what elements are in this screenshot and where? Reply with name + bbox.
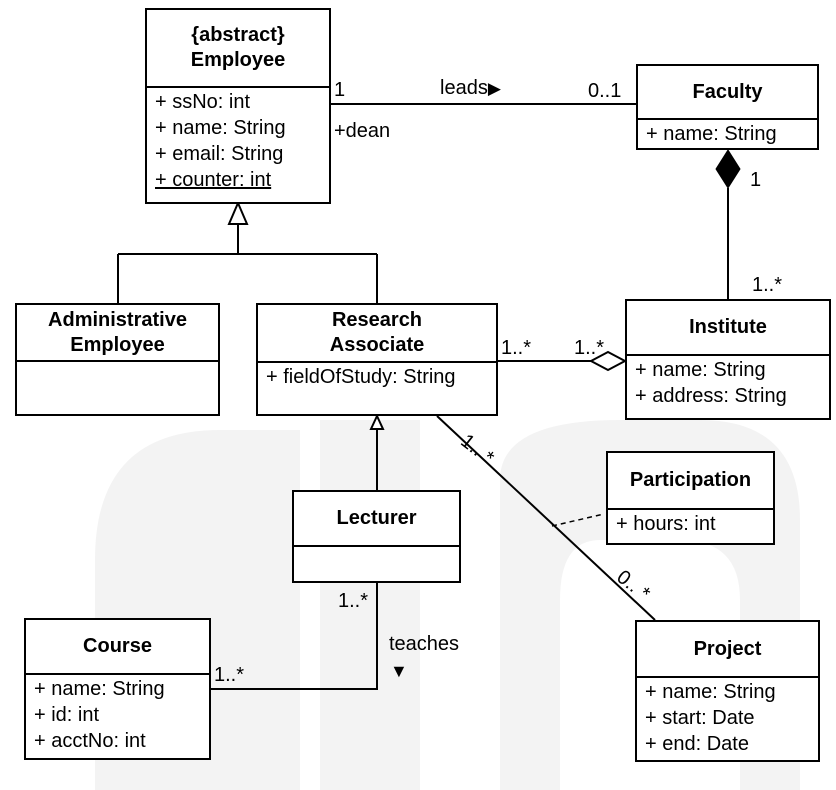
leads-faculty-multiplicity: 0..1: [588, 80, 622, 102]
employee-attr-counter: + counter: int: [155, 169, 272, 191]
project-attr-start: + start: Date: [645, 707, 755, 729]
project-attr-end: + end: Date: [645, 733, 749, 755]
aggregation-institute-multiplicity: 1..*: [574, 337, 605, 359]
leads-label: leads▶: [440, 77, 501, 100]
research-name-line1: Research: [331, 309, 423, 331]
generalization-arrowhead-employee: [227, 200, 249, 225]
composition-institute-multiplicity: 1..*: [752, 274, 783, 296]
teaches-course-multiplicity: 1..*: [214, 664, 245, 686]
faculty-name: Faculty: [692, 80, 763, 103]
aggregation-research-multiplicity: 1..*: [501, 337, 532, 359]
institute-attr-address: + address: String: [635, 385, 787, 407]
project-attr-name: + name: String: [645, 681, 776, 703]
institute-name: Institute: [689, 316, 767, 338]
leads-employee-multiplicity: 1: [334, 79, 346, 101]
course-attr-name: + name: String: [34, 678, 165, 700]
generalization-arrowhead-research: [369, 413, 385, 430]
admin-name-line1: Administrative: [48, 308, 187, 331]
institute-attr-name: + name: String: [635, 359, 766, 381]
class-project[interactable]: Project + name: String + start: Date + e…: [635, 620, 820, 762]
leads-label-text: leads: [440, 77, 488, 99]
class-administrative-employee[interactable]: Administrative Employee: [15, 303, 220, 416]
course-name: Course: [83, 635, 152, 657]
teaches-lecturer-multiplicity: 1..*: [338, 590, 369, 612]
teaches-direction-arrow-icon: ▼: [390, 661, 408, 681]
course-attr-id: + id: int: [34, 704, 100, 726]
admin-name-line2: Employee: [70, 333, 165, 356]
participation-attr-hours: + hours: int: [616, 513, 716, 535]
employee-attr-name: + name: String: [155, 117, 286, 139]
class-faculty[interactable]: Faculty + name: String: [636, 64, 819, 150]
research-attr-field: + fieldOfStudy: String: [266, 366, 456, 388]
employee-name: Employee: [190, 49, 286, 71]
class-participation[interactable]: Participation + hours: int: [606, 451, 775, 545]
participation-association-line: [436, 415, 656, 621]
class-institute[interactable]: Institute + name: String + address: Stri…: [625, 299, 831, 420]
composition-diamond: [715, 149, 741, 189]
employee-stereotype: {abstract}: [191, 24, 285, 46]
faculty-attr-name: + name: String: [646, 123, 777, 145]
class-employee[interactable]: {abstract} Employee + ssNo: int + name: …: [145, 8, 331, 204]
research-name-line2: Associate: [329, 334, 425, 356]
lecturer-name: Lecturer: [336, 507, 417, 529]
employee-attr-ssno: + ssNo: int: [155, 91, 251, 113]
leads-direction-arrow-icon: ▶: [487, 79, 501, 98]
composition-faculty-multiplicity: 1: [750, 169, 762, 191]
project-name: Project: [693, 637, 762, 660]
employee-attr-email: + email: String: [155, 143, 284, 165]
teaches-association-line: [210, 583, 378, 690]
class-research-associate[interactable]: Research Associate + fieldOfStudy: Strin…: [256, 303, 498, 416]
course-attr-acctno: + acctNo: int: [34, 730, 146, 752]
class-course[interactable]: Course + name: String + id: int + acctNo…: [24, 618, 211, 760]
teaches-label: teaches: [389, 633, 460, 655]
participation-name: Participation: [629, 469, 752, 491]
leads-role-dean: +dean: [334, 120, 391, 142]
class-lecturer[interactable]: Lecturer: [292, 490, 461, 583]
